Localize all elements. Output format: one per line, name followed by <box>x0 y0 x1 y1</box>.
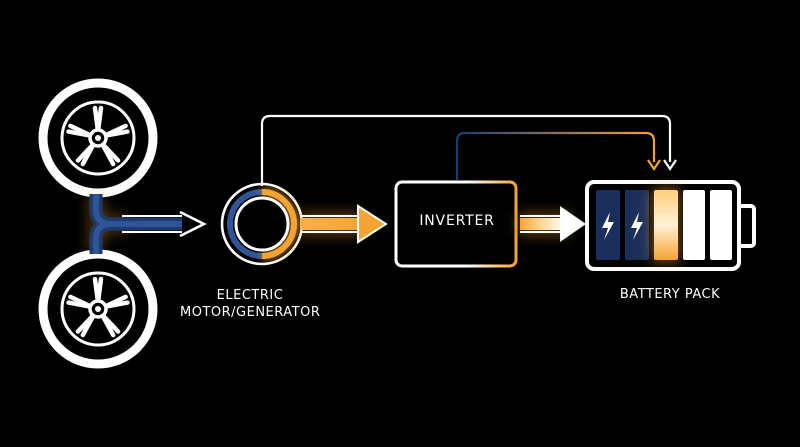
battery-cell-empty <box>683 190 705 260</box>
inverter-label: INVERTER <box>419 213 495 229</box>
battery-cell-charging <box>654 190 678 260</box>
arrow-inverter-to-battery <box>518 206 586 242</box>
feedback-line-white <box>260 114 672 186</box>
battery-pack-label: BATTERY PACK <box>619 287 721 302</box>
feedback-line-orange <box>455 131 656 180</box>
top-feedback-lines <box>260 114 677 186</box>
motor-label-line2: MOTOR/GENERATOR <box>180 305 321 320</box>
motor-generator-label: ELECTRIC MOTOR/GENERATOR <box>180 287 320 321</box>
battery-terminal <box>737 204 756 248</box>
arrowhead-white <box>663 159 677 171</box>
motor-label-line1: ELECTRIC <box>216 288 284 303</box>
lightning-bolt-icon <box>631 212 643 240</box>
arrowhead-orange <box>647 159 661 171</box>
inverter-box <box>394 180 518 268</box>
battery-pack-icon <box>585 180 756 271</box>
arrow-to-motor <box>179 210 207 238</box>
wheel-icon <box>38 249 158 369</box>
lightning-bolt-icon <box>602 212 614 240</box>
battery-cell-empty <box>710 190 732 260</box>
wheel-energy-branch <box>88 194 207 254</box>
arrow-motor-to-inverter <box>298 204 388 244</box>
wheel-icon <box>38 78 158 198</box>
motor-generator-icon <box>220 182 304 266</box>
